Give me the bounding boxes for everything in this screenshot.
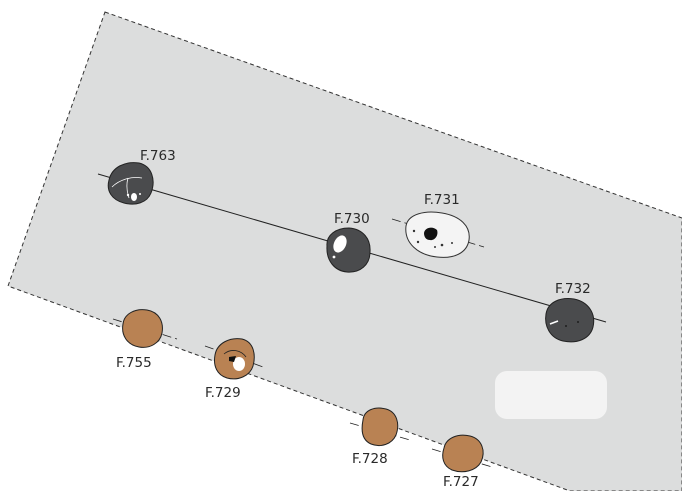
label-f729: F.729 bbox=[205, 385, 241, 401]
label-f732: F.732 bbox=[555, 281, 591, 297]
feature-f728 bbox=[361, 407, 399, 447]
label-f730: F.730 bbox=[334, 211, 370, 227]
label-f755: F.755 bbox=[116, 355, 152, 371]
label-f727: F.727 bbox=[443, 474, 479, 490]
feature-f730 bbox=[326, 227, 371, 273]
feature-f727 bbox=[442, 434, 484, 473]
label-f763: F.763 bbox=[140, 148, 176, 164]
feature-f729 bbox=[214, 338, 255, 380]
feature-f763 bbox=[107, 162, 154, 205]
light-patch bbox=[495, 371, 607, 419]
feature-f732 bbox=[545, 298, 595, 343]
feature-f731 bbox=[405, 211, 470, 258]
feature-f755 bbox=[122, 309, 163, 348]
label-f731: F.731 bbox=[424, 192, 460, 208]
label-f728: F.728 bbox=[352, 451, 388, 467]
